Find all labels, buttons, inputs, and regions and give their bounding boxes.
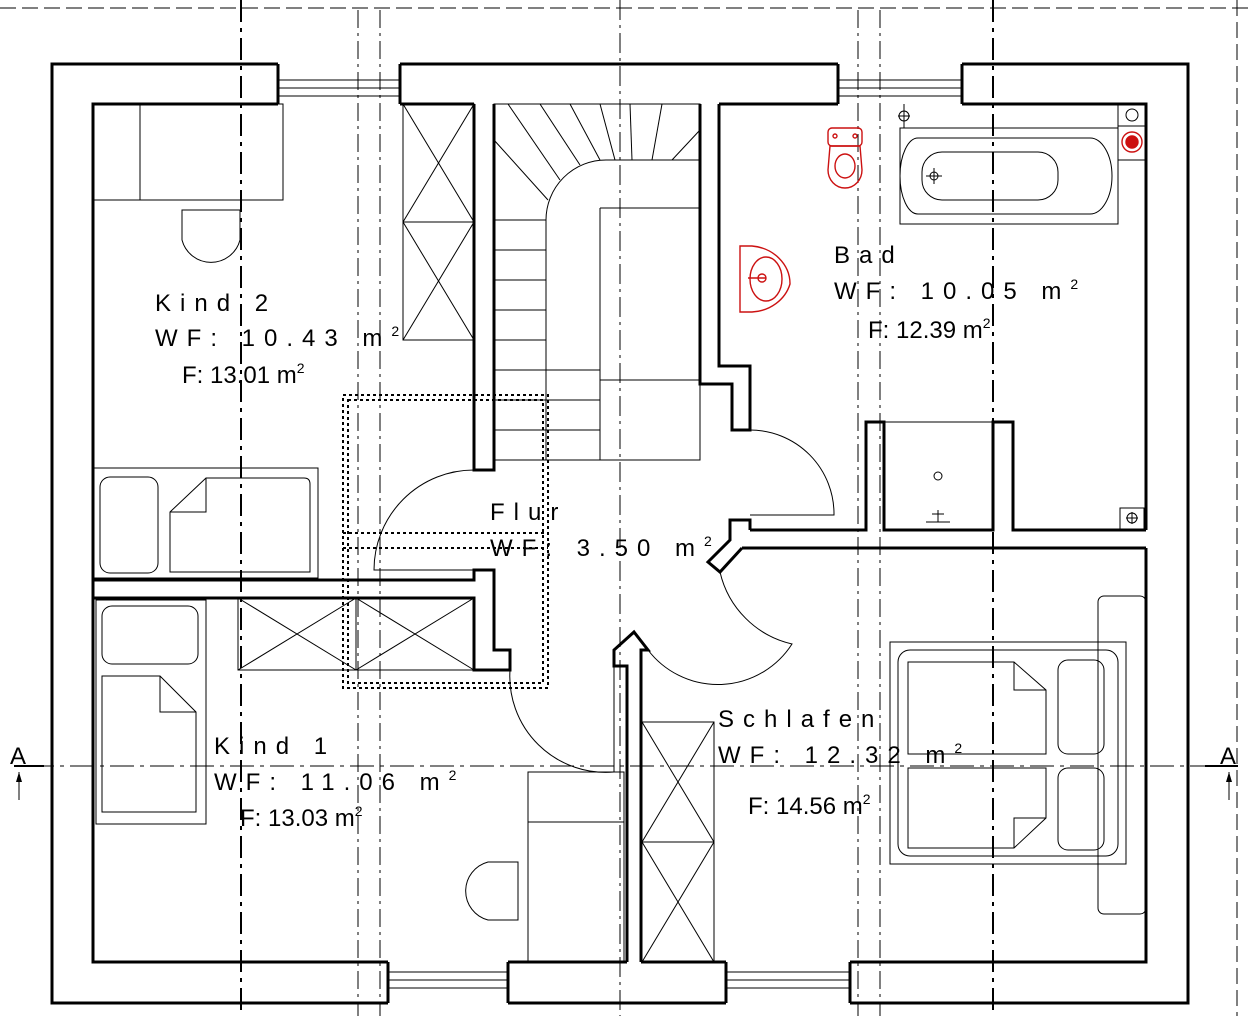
svg-text:WF: 10.05 m2: WF: 10.05 m2 (834, 276, 1087, 305)
room-label-schlafen: Schlafen WF: 12.32 m2 F: 14.56 m2 (718, 706, 971, 820)
wardrobes (237, 103, 715, 963)
bad-f: F: 12.39 m (868, 317, 983, 344)
drain-marker (1119, 507, 1145, 531)
section-marker-right: A (1205, 743, 1238, 800)
flur-wf: WF: 3.50 m (490, 535, 704, 562)
kind2-name: Kind 2 (155, 290, 277, 317)
kind2-wf: WF: 10.43 m (155, 325, 391, 352)
kind1-wf: WF: 11.06 m (214, 769, 449, 796)
section-marker-left: A (10, 743, 44, 800)
svg-text:F: 13.03 m2: F: 13.03 m2 (240, 803, 363, 832)
staircase (493, 103, 701, 461)
kind1-name: Kind 1 (214, 733, 336, 760)
room-label-bad: Bad WF: 10.05 m2 F: 12.39 m2 (834, 242, 1087, 344)
bad-name: Bad (834, 242, 904, 269)
room-label-flur: Flur WF: 3.50 m2 (490, 499, 721, 562)
svg-text:WF: 12.32 m2: WF: 12.32 m2 (718, 740, 971, 769)
schlafen-f: F: 14.56 m (748, 793, 863, 820)
schlafen-wf: WF: 12.32 m (718, 742, 954, 769)
svg-text:WF: 10.43 m2: WF: 10.43 m2 (155, 323, 408, 352)
svg-text:F: 12.39 m2: F: 12.39 m2 (868, 315, 991, 344)
kind2-f: F: 13.01 m (182, 362, 297, 389)
schlafen-name: Schlafen (718, 706, 883, 733)
kind1-f: F: 13.03 m (240, 805, 355, 832)
flur-name: Flur (490, 499, 567, 526)
roof-opening (342, 394, 549, 689)
room-label-kind1: Kind 1 WF: 11.06 m2 F: 13.03 m2 (214, 733, 465, 832)
windows (278, 79, 962, 989)
furniture (92, 103, 1147, 963)
svg-text:A: A (10, 743, 26, 770)
svg-text:WF: 11.06 m2: WF: 11.06 m2 (214, 767, 465, 796)
room-label-kind2: Kind 2 WF: 10.43 m2 F: 13.01 m2 (155, 290, 408, 389)
svg-text:A: A (1220, 743, 1236, 770)
svg-text:F: 13.01 m2: F: 13.01 m2 (182, 360, 305, 389)
svg-text:WF: 3.50 m2: WF: 3.50 m2 (490, 533, 721, 562)
bathtub (898, 103, 1147, 225)
svg-text:F: 14.56 m2: F: 14.56 m2 (748, 791, 871, 820)
sanitary-red (739, 127, 1143, 313)
bad-wf: WF: 10.05 m (834, 278, 1070, 305)
